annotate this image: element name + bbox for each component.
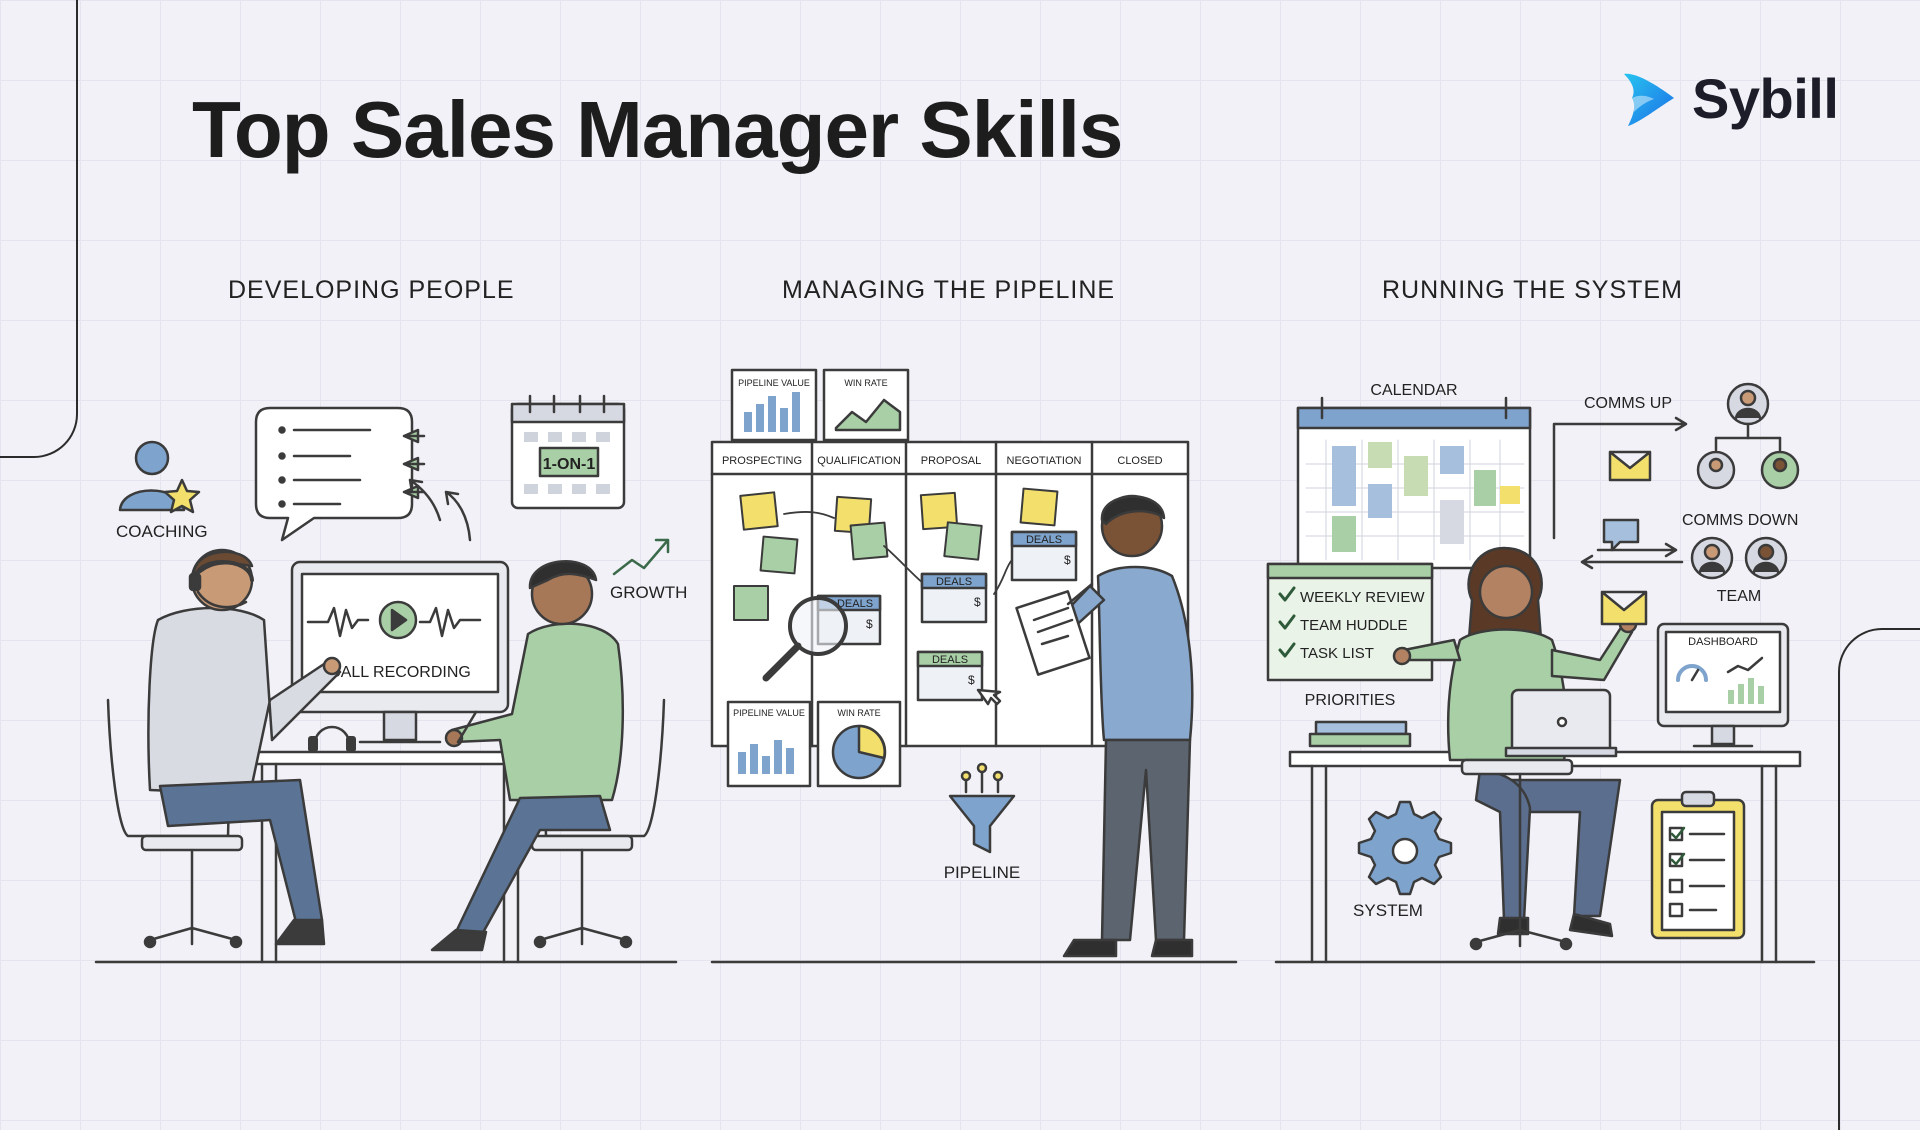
books-stack-icon bbox=[1308, 720, 1412, 748]
column-prospecting: PROSPECTING bbox=[722, 455, 802, 467]
desk-top bbox=[238, 750, 542, 766]
system-gear-icon bbox=[1357, 800, 1453, 896]
pipeline-funnel-icon bbox=[948, 762, 1016, 854]
win-rate-card-top bbox=[822, 368, 910, 442]
wall-calendar bbox=[1296, 396, 1532, 570]
comms-down-arrows-icon bbox=[1580, 542, 1684, 570]
win-rate-bottom-label: WIN RATE bbox=[837, 708, 880, 718]
comms-up-arrow-icon bbox=[1552, 416, 1688, 540]
illustration-scene: COACHING 1-ON bbox=[94, 368, 1816, 964]
deal-card-2-label: DEALS bbox=[1026, 534, 1062, 546]
section-heading-running-system: RUNNING THE SYSTEM bbox=[1382, 276, 1683, 304]
deal-card-1-label: DEALS bbox=[936, 576, 972, 588]
brand-logo: Sybill bbox=[1618, 66, 1839, 131]
win-rate-card-bottom bbox=[816, 700, 902, 788]
clipboard-checklist-icon bbox=[1650, 790, 1746, 940]
pipeline-label: PIPELINE bbox=[944, 863, 1021, 882]
column-closed: CLOSED bbox=[1117, 455, 1162, 467]
standing-manager-person bbox=[1015, 494, 1194, 958]
page-title: Top Sales Manager Skills bbox=[192, 85, 1123, 174]
pipeline-value-card-top bbox=[730, 368, 818, 442]
chat-bubble-icon bbox=[1602, 518, 1640, 552]
section-heading-developing-people: DEVELOPING PEOPLE bbox=[228, 276, 515, 304]
brand-name: Sybill bbox=[1692, 67, 1839, 130]
envelope-icon-2 bbox=[1600, 590, 1648, 626]
deal-card-2 bbox=[1010, 530, 1078, 582]
coach-person-with-headset bbox=[106, 548, 342, 949]
deal-card-4-label: DEALS bbox=[932, 654, 968, 666]
dashboard-label: DASHBOARD bbox=[1688, 636, 1758, 648]
sybill-logo-icon bbox=[1624, 73, 1674, 126]
one-on-one-calendar-icon bbox=[510, 394, 626, 510]
checklist-item-weekly-review: WEEKLY REVIEW bbox=[1300, 589, 1425, 606]
deal-card-4-symbol: $ bbox=[968, 673, 975, 687]
woman-at-desk-person bbox=[1392, 546, 1638, 951]
one-on-one-label: 1-ON-1 bbox=[543, 456, 596, 473]
pipeline-value-top-label: PIPELINE VALUE bbox=[738, 378, 810, 388]
column-qualification: QUALIFICATION bbox=[817, 455, 901, 467]
curved-arrow-icon-2 bbox=[444, 490, 472, 542]
team-label: TEAM bbox=[1717, 588, 1761, 605]
coachee-person-writing bbox=[430, 560, 666, 952]
column-proposal: PROPOSAL bbox=[921, 455, 982, 467]
coaching-icon bbox=[118, 440, 201, 514]
deal-card-1 bbox=[920, 572, 988, 624]
dashboard-monitor bbox=[1656, 622, 1790, 748]
checklist-item-team-huddle: TEAM HUDDLE bbox=[1300, 617, 1408, 634]
column-negotiation: NEGOTIATION bbox=[1007, 455, 1082, 467]
envelope-icon bbox=[1608, 450, 1652, 482]
headphones-icon bbox=[312, 725, 352, 750]
team-avatars-icon bbox=[1690, 536, 1788, 580]
checklist-item-task-list: TASK LIST bbox=[1300, 645, 1374, 662]
deal-card-4 bbox=[916, 650, 1002, 706]
growth-arrow-icon bbox=[612, 538, 670, 576]
pipeline-value-card-bottom bbox=[726, 700, 812, 788]
magnifier-icon bbox=[762, 596, 848, 682]
call-recording-label: CALL RECORDING bbox=[329, 664, 471, 681]
section-heading-managing-pipeline: MANAGING THE PIPELINE bbox=[782, 276, 1116, 304]
pipeline-value-bottom-label: PIPELINE VALUE bbox=[733, 708, 805, 718]
deal-card-3-symbol: $ bbox=[866, 617, 873, 631]
comms-up-label: COMMS UP bbox=[1584, 395, 1672, 412]
deal-card-3-label: DEALS bbox=[837, 598, 873, 610]
curved-arrow-icon bbox=[408, 478, 442, 522]
win-rate-top-label: WIN RATE bbox=[844, 378, 887, 388]
org-chart-icon bbox=[1696, 382, 1800, 490]
sticky-notes bbox=[733, 487, 1059, 621]
deal-card-2-symbol: $ bbox=[1064, 553, 1071, 567]
coaching-label: COACHING bbox=[116, 522, 208, 541]
priorities-label: PRIORITIES bbox=[1305, 692, 1396, 709]
feedback-speech-bubble bbox=[254, 406, 426, 542]
calendar-label: CALENDAR bbox=[1370, 382, 1457, 399]
growth-label: GROWTH bbox=[610, 583, 687, 602]
comms-down-label: COMMS DOWN bbox=[1682, 512, 1798, 529]
system-label: SYSTEM bbox=[1353, 901, 1423, 920]
deal-card-1-symbol: $ bbox=[974, 595, 981, 609]
decorative-corner-bottom-right bbox=[1838, 628, 1920, 1130]
monitor-call-recording bbox=[290, 560, 510, 744]
decorative-corner-top-left bbox=[0, 0, 78, 458]
